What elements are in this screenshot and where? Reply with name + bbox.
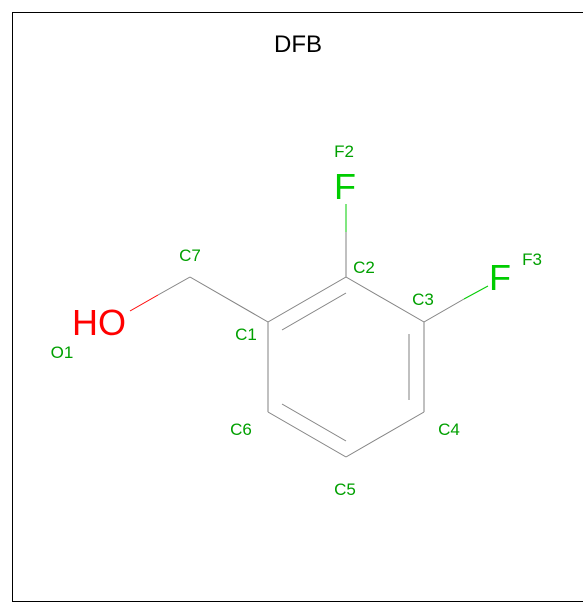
atom-label-o1: O1 [51, 343, 74, 362]
bonds [157, 232, 465, 458]
fluorine-right-symbol: F [489, 257, 511, 298]
bond-c2-c3 [345, 276, 425, 323]
bond-o1-red [129, 294, 159, 312]
fluorine-top-symbol: F [334, 166, 356, 207]
atom-label-f3: F3 [522, 250, 542, 269]
atom-label-c5: C5 [334, 480, 356, 499]
bond-c5-c6 [267, 411, 347, 458]
atom-label-c6: C6 [230, 420, 252, 439]
bond-c7-o1-grey [157, 276, 191, 296]
bond-c1-c7 [189, 276, 269, 323]
atom-label-c2: C2 [353, 258, 375, 277]
double-bond-c1-c2 [281, 292, 347, 331]
atom-label-c3: C3 [412, 290, 434, 309]
double-bond-c5-c6 [281, 403, 347, 442]
bond-c1-c2 [267, 276, 347, 323]
molecule-diagram: DFB F F HO C7 C1 C2 C3 C4 C5 C6 O1 F2 F3 [51, 31, 542, 499]
atom-label-c7: C7 [179, 246, 201, 265]
bond-c4-c5 [345, 411, 425, 458]
atom-label-f2: F2 [334, 142, 354, 161]
atom-label-c4: C4 [438, 420, 460, 439]
hydroxyl-symbol: HO [72, 302, 126, 343]
bond-f3-green [463, 285, 489, 300]
atom-label-c1: C1 [235, 325, 257, 344]
diagram-title: DFB [274, 31, 322, 58]
bond-c3-f3-grey [423, 298, 465, 323]
